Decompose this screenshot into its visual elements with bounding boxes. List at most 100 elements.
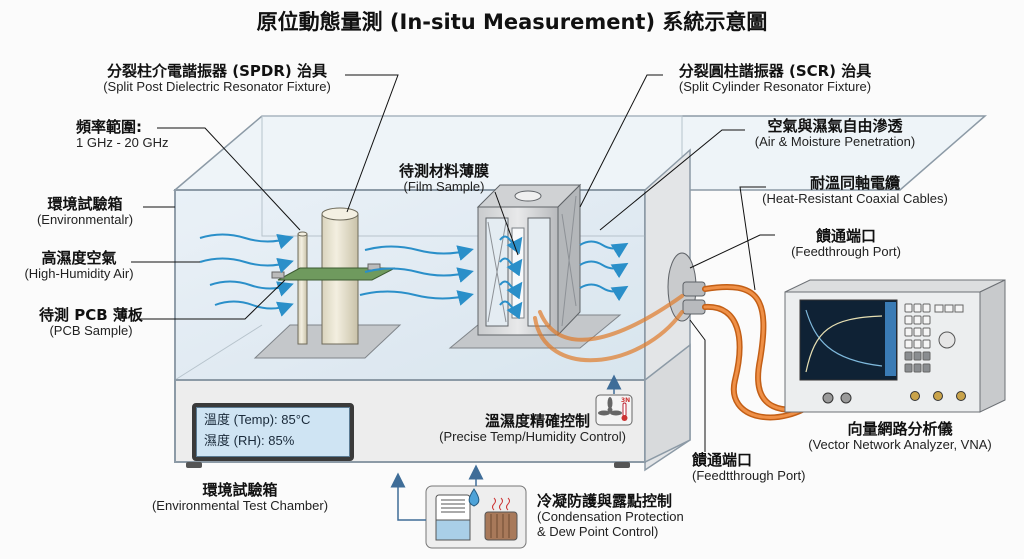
vna-key[interactable] <box>913 351 922 361</box>
vna-key[interactable] <box>913 327 922 337</box>
leader-air-moisture <box>599 129 745 231</box>
vector-network-analyzer <box>784 279 1006 413</box>
leader-pcb <box>140 279 286 320</box>
airflow-arrow <box>209 280 294 297</box>
label-freq: 頻率範圍: 1 GHz - 20 GHz <box>76 118 169 151</box>
vna-key[interactable] <box>913 303 922 313</box>
label-feedthrough-bottom-en: (Feedtthrough Port) <box>692 468 806 484</box>
vna-top <box>784 279 1006 293</box>
vna-key[interactable] <box>922 315 931 325</box>
airflow-arrow <box>579 283 629 302</box>
leader-cables <box>739 186 766 291</box>
vna-key[interactable] <box>904 351 913 361</box>
chamber-base-side <box>644 343 691 464</box>
airflow-arrow <box>359 290 474 306</box>
label-film-zh: 待測材料薄膜 <box>398 162 489 180</box>
vna-key[interactable] <box>904 363 913 373</box>
label-humid-air-zh: 高濕度空氣 <box>41 249 117 267</box>
label-scr: 分裂圓柱諧振器 (SCR) 治具 (Split Cylinder Resonat… <box>655 62 895 95</box>
diagram-title: 原位動態量測 (In-situ Measurement) 系統示意圖 <box>256 10 768 34</box>
cable-inside-1 <box>538 294 684 342</box>
vna-key[interactable] <box>922 351 931 361</box>
condensation-arrow-left <box>390 472 426 521</box>
vna-port-2[interactable] <box>840 392 852 404</box>
temp-humidity-control-icon: 3N <box>595 374 633 426</box>
vna-aux-port-3[interactable] <box>956 391 966 401</box>
vna-key[interactable] <box>904 327 913 337</box>
label-cables-zh: 耐溫同軸電纜 <box>809 174 900 192</box>
environmental-chamber <box>172 115 988 472</box>
label-chamber-bottom-en: (Environmental Test Chamber) <box>151 498 329 514</box>
dehumidifier-icon <box>435 494 471 541</box>
cable-outside-2-hi <box>703 305 820 419</box>
airflow-arrow <box>579 240 629 259</box>
vna-key[interactable] <box>913 339 922 349</box>
leader-lines <box>131 74 775 452</box>
control-badge-text: 3N <box>621 397 630 404</box>
leader-feedthrough-top <box>689 234 775 269</box>
label-pcb-zh: 待測 PCB 薄板 <box>39 306 143 324</box>
vna-aux-port-1[interactable] <box>910 391 920 401</box>
vna-key[interactable] <box>913 315 922 325</box>
label-condensation-zh: 冷凝防護與露點控制 <box>537 492 673 510</box>
label-control-en: (Precise Temp/Humidity Control) <box>439 429 626 445</box>
label-freq-en: 1 GHz - 20 GHz <box>76 135 169 151</box>
airflow-arrow <box>499 235 523 255</box>
label-cables: 耐溫同軸電纜 (Heat-Resistant Coaxial Cables) <box>740 174 970 207</box>
label-vna-en: (Vector Network Analyzer, VNA) <box>808 437 992 453</box>
label-scr-zh: 分裂圓柱諧振器 (SCR) 治具 <box>678 62 872 80</box>
high-humidity-airflow <box>199 233 629 320</box>
vna-key[interactable] <box>904 339 913 349</box>
vna-key[interactable] <box>922 303 931 313</box>
vna-key[interactable] <box>913 363 922 373</box>
airflow-arrow <box>199 233 294 250</box>
label-cables-en: (Heat-Resistant Coaxial Cables) <box>762 191 948 207</box>
label-air-moisture-zh: 空氣與濕氣自由滲透 <box>767 117 903 135</box>
vna-aux-port-2[interactable] <box>933 391 943 401</box>
label-control-zh: 溫濕度精確控制 <box>484 412 590 430</box>
label-condensation: 冷凝防護與露點控制 (Condensation Protection & Dew… <box>537 492 684 540</box>
airflow-arrow <box>499 257 523 277</box>
vna-keypad <box>904 303 964 373</box>
vna-screen <box>799 299 898 381</box>
label-vna: 向量網路分析儀 (Vector Network Analyzer, VNA) <box>780 420 1020 453</box>
airflow-arrow <box>199 257 294 274</box>
label-chamber-side-zh: 環境試驗箱 <box>47 195 123 213</box>
vna-key[interactable] <box>904 303 913 313</box>
chamber-foot-left <box>186 462 202 468</box>
vna-trace-s11 <box>805 309 883 367</box>
label-pcb-en: (PCB Sample) <box>49 323 133 339</box>
label-condensation-en-2: & Dew Point Control) <box>537 524 659 540</box>
label-humid-air-en: (High-Humidity Air) <box>24 266 134 282</box>
vna-knob[interactable] <box>938 331 956 349</box>
label-scr-en: (Split Cylinder Resonator Fixture) <box>678 79 872 95</box>
vna-port-1[interactable] <box>822 392 834 404</box>
leader-feedthrough-bottom <box>689 319 706 452</box>
vna-key[interactable] <box>904 315 913 325</box>
label-feedthrough-top-zh: 饋通端口 <box>815 227 876 245</box>
airflow-arrow <box>364 245 474 261</box>
vna-key[interactable] <box>922 339 931 349</box>
vna-softkey[interactable] <box>954 304 964 313</box>
chamber-display: 溫度 (Temp): 85°C 濕度 (RH): 85% <box>192 403 354 461</box>
spdr-cylinder-top <box>321 207 359 221</box>
label-spdr-zh: 分裂柱介電諧振器 (SPDR) 治具 <box>107 62 327 80</box>
glass-edge <box>174 324 263 381</box>
vna-softkey[interactable] <box>944 304 954 313</box>
leader-film <box>494 191 519 256</box>
display-humidity: 濕度 (RH): 85% <box>204 433 295 448</box>
vna-key[interactable] <box>922 363 931 373</box>
label-feedthrough-bottom: 饋通端口 (Feedtthrough Port) <box>692 451 806 484</box>
label-air-moisture-en: (Air & Moisture Penetration) <box>754 134 916 150</box>
vna-key[interactable] <box>922 327 931 337</box>
scr-x-brace-side <box>561 195 577 327</box>
label-chamber-bottom-zh: 環境試驗箱 <box>202 481 278 499</box>
label-chamber-side-en: (Environmentalr) <box>36 212 134 228</box>
vna-softkey[interactable] <box>934 304 944 313</box>
fan-icon <box>598 397 622 416</box>
leader-spdr <box>345 74 399 213</box>
leader-freq <box>157 127 301 231</box>
label-vna-zh: 向量網路分析儀 <box>847 420 953 438</box>
label-feedthrough-top: 饋通端口 (Feedthrough Port) <box>776 227 916 260</box>
